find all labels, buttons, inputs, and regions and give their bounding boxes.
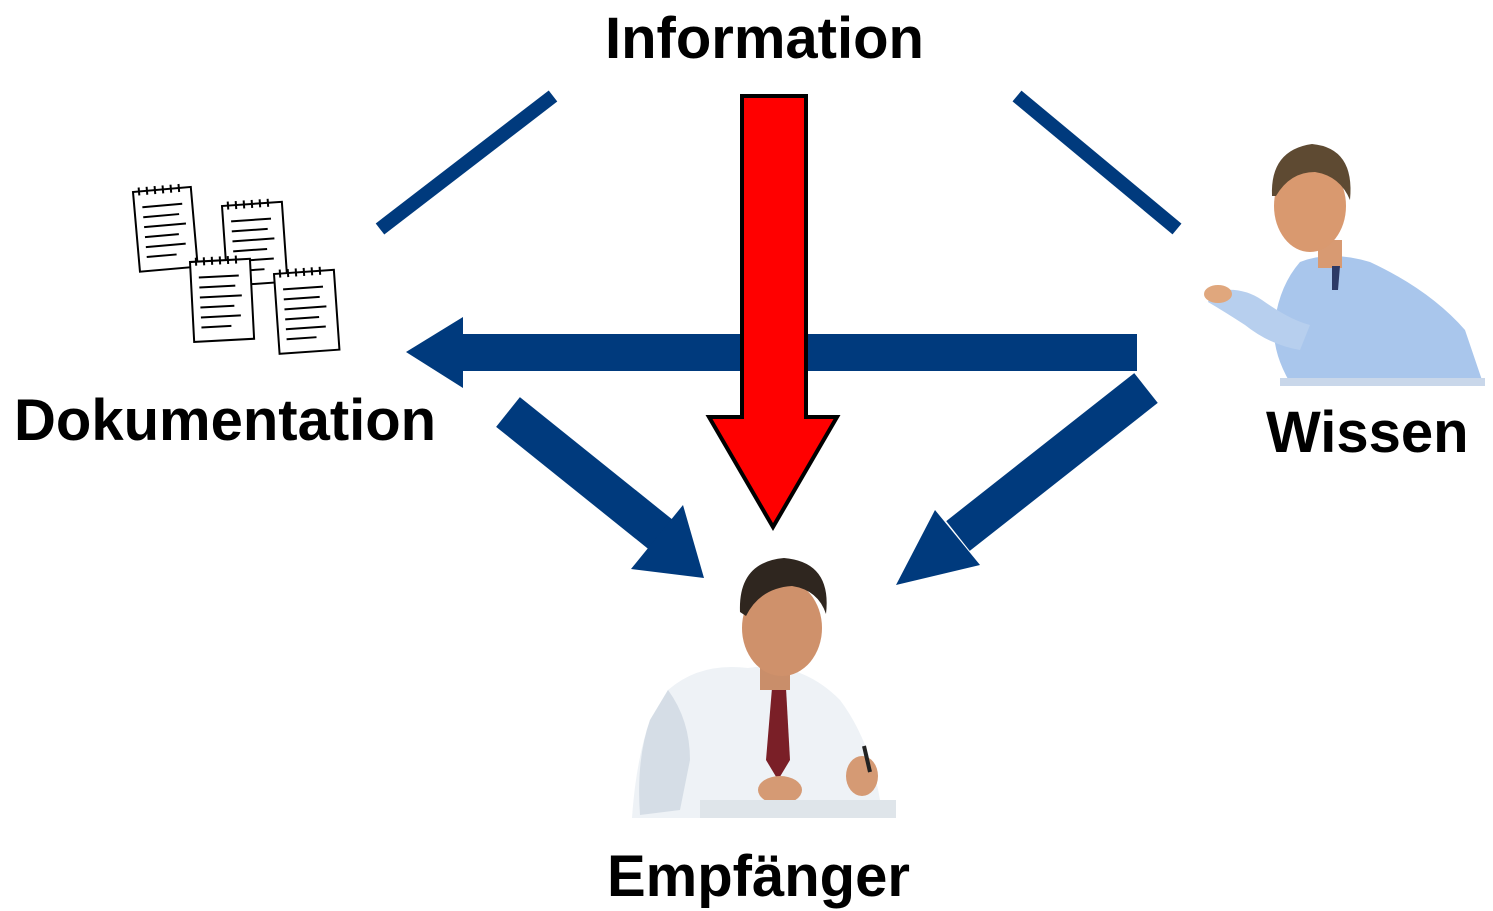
person-writing-icon — [632, 558, 896, 818]
node-label-empfaenger: Empfänger — [607, 844, 910, 909]
connector-information-wissen — [1012, 90, 1182, 235]
arrow-dokumentation-to-empfaenger — [496, 397, 704, 578]
person-pointing-icon — [1204, 144, 1485, 386]
connector-information-dokumentation — [375, 90, 558, 235]
documents-icon — [131, 183, 341, 355]
arrow-wissen-to-empfaenger — [896, 373, 1158, 585]
node-label-wissen: Wissen — [1266, 400, 1469, 465]
arrow-information-to-empfaenger — [705, 94, 841, 531]
node-label-information: Information — [605, 6, 924, 71]
node-label-dokumentation: Dokumentation — [14, 388, 437, 453]
